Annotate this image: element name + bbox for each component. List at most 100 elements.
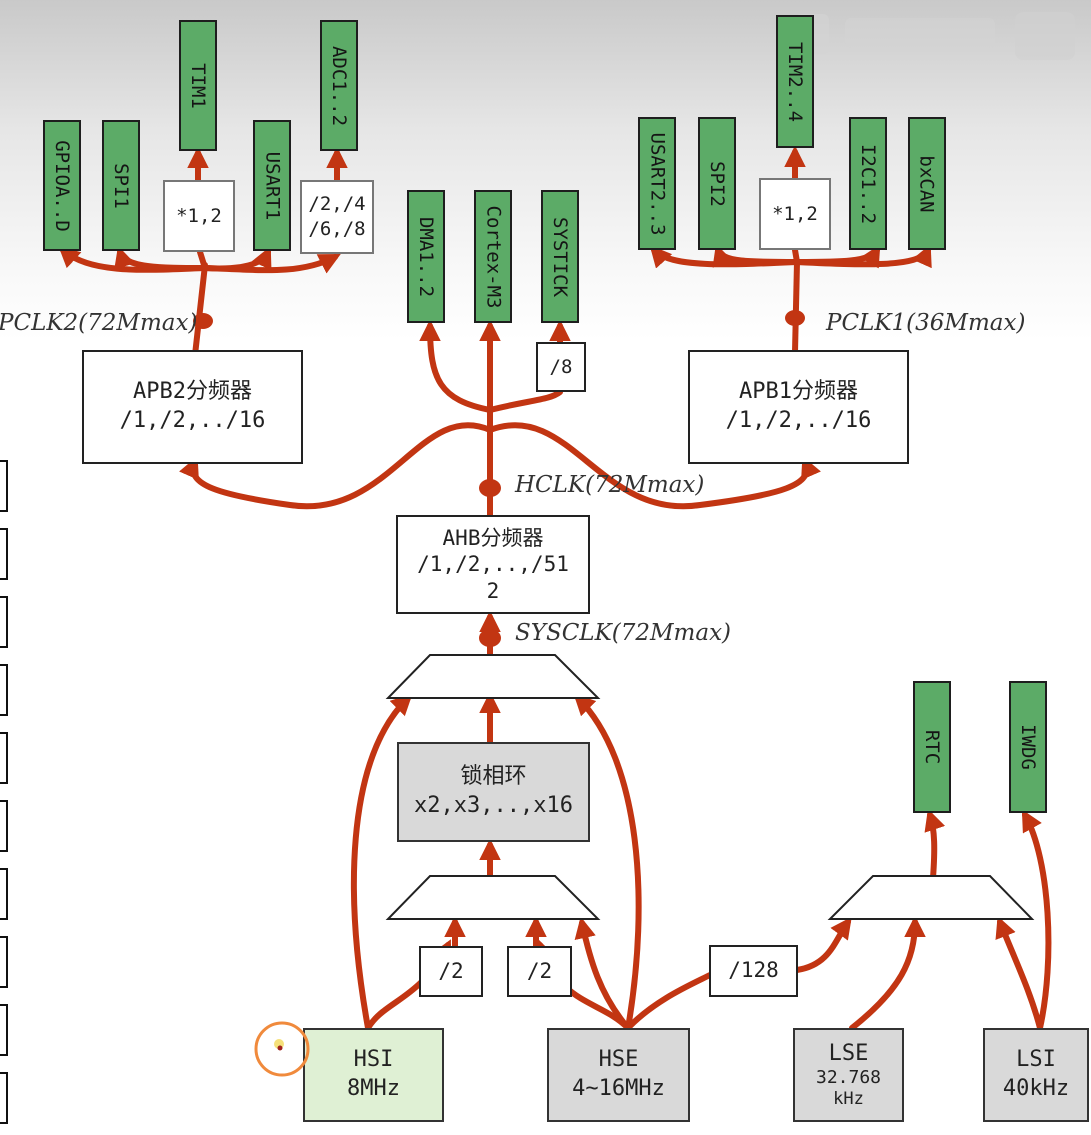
i2c-block: I2C1..2 [849, 117, 887, 250]
iwdg-block: IWDG [1009, 681, 1047, 813]
wire-hclk-apb2 [179, 422, 493, 510]
hsi-freq: 8MHz [347, 1076, 400, 1101]
hse-divider: /2 [507, 946, 572, 997]
rtc-block: RTC [913, 681, 951, 813]
adc-label: ADC1..2 [328, 45, 351, 126]
wire-hsi-sysmux [350, 693, 413, 1031]
edge-box [0, 868, 8, 920]
wire-hclk-apb1 [487, 422, 821, 510]
lsi-name: LSI [1016, 1047, 1056, 1073]
pclk2-dot [193, 313, 213, 329]
wire-hclk-dma [419, 319, 493, 413]
sysclk-mux [385, 654, 601, 699]
ahb-title: AHB分频器 [442, 526, 544, 551]
pclk2-label: PCLK2(72Mmax) [0, 310, 198, 336]
cursor-highlight-icon [254, 1021, 310, 1077]
wire-hclk-div8 [487, 389, 563, 413]
edge-box [0, 664, 8, 716]
hse-rtc-divider: /128 [709, 945, 798, 997]
wire-hse-div128 [625, 972, 713, 1031]
iwdg-label: IWDG [1017, 724, 1040, 770]
pclk1-label: PCLK1(36Mmax) [826, 310, 1026, 336]
wire-rtcmux-rtc [924, 808, 946, 881]
wire-lsi-iwdg [1021, 809, 1052, 1031]
pclk1-dot [785, 310, 805, 326]
lse-source: LSE 32.768 kHz [793, 1028, 904, 1122]
lsi-source: LSI 40kHz [983, 1028, 1089, 1122]
tim24-block: TIM2..4 [776, 15, 814, 148]
systick-block: SYSTICK [541, 190, 579, 323]
systick-divider: /8 [536, 342, 586, 392]
bxcan-block: bxCAN [908, 117, 946, 250]
cortex-block: Cortex-M3 [474, 190, 512, 323]
gpio-label: GPIOA..D [51, 139, 74, 232]
wire-apb1-up [792, 259, 800, 355]
lse-name: LSE [828, 1040, 869, 1066]
edge-box [0, 732, 8, 784]
pll-block: 锁相环 x2,x3,..,x16 [397, 742, 590, 842]
cortex-label: Cortex-M3 [482, 205, 505, 308]
wire-apb1-mult [792, 247, 800, 265]
wire-hse-sysmux [573, 693, 642, 1031]
adc-block: ADC1..2 [320, 20, 358, 151]
tim1-block: TIM1 [179, 20, 217, 151]
wire-lsi-rtcmux [995, 915, 1043, 1031]
hsi-source: HSI 8MHz [303, 1028, 444, 1122]
wire-apb2-mult [197, 249, 208, 271]
hse-source: HSE 4~16MHz [547, 1028, 690, 1122]
pll-ratios: x2,x3,..,x16 [414, 793, 573, 818]
systick-label: SYSTICK [549, 216, 572, 297]
pll-title: 锁相环 [460, 764, 527, 790]
wire-apb2-spi1 [114, 245, 208, 271]
pll-source-mux [385, 875, 601, 920]
rtc-mux [827, 875, 1035, 920]
apb2-ratios: /1,/2,../16 [119, 408, 266, 433]
edge-box [0, 596, 8, 648]
adc-prescaler: /2,/4 /6,/8 [300, 180, 374, 254]
apb1-ratios: /1,/2,../16 [725, 408, 872, 433]
lsi-freq: 40kHz [1002, 1076, 1070, 1101]
apb1-title: APB1分频器 [739, 379, 858, 405]
gpio-block: GPIOA..D [43, 120, 81, 251]
edge-box [0, 1072, 8, 1124]
dma-label: DMA1..2 [415, 216, 438, 297]
i2c-label: I2C1..2 [857, 143, 880, 224]
spi1-label: SPI1 [110, 162, 133, 209]
hse-name: HSE [598, 1047, 639, 1073]
dma-block: DMA1..2 [407, 190, 445, 323]
edge-box [0, 460, 8, 512]
hsi-name: HSI [353, 1047, 394, 1073]
hclk-dot [479, 479, 501, 497]
usart1-label: USART1 [261, 151, 284, 220]
rtc-label: RTC [921, 729, 944, 765]
wire-lse-rtcmux [849, 915, 926, 1031]
ahb-ratios-wrap: 2 [486, 578, 500, 603]
bxcan-label: bxCAN [916, 154, 939, 213]
sysclk-label: SYSCLK(72Mmax) [515, 620, 732, 646]
adc-prescaler-line1: /2,/4 [308, 193, 366, 216]
edge-box [0, 800, 8, 852]
apb2-prescaler: APB2分频器 /1,/2,../16 [82, 350, 303, 464]
wire-apb1-bxcan [794, 244, 932, 269]
spi2-block: SPI2 [698, 117, 736, 250]
spi1-block: SPI1 [102, 120, 140, 251]
edge-box [0, 528, 8, 580]
edge-box [0, 1004, 8, 1056]
usart23-block: USART2..3 [638, 117, 676, 250]
spi2-label: SPI2 [706, 160, 729, 207]
edge-box [0, 936, 8, 988]
hclk-label: HCLK(72Mmax) [515, 472, 705, 498]
wire-hse-pllmux [574, 916, 631, 1031]
apb2-title: APB2分频器 [133, 379, 252, 405]
sysclk-dot [479, 629, 501, 647]
hse-freq: 4~16MHz [572, 1076, 665, 1101]
usart23-label: USART2..3 [646, 132, 669, 235]
ahb-prescaler: AHB分频器 /1,/2,..,/51 2 [396, 515, 590, 614]
usart1-block: USART1 [253, 120, 291, 251]
lse-freq: 32.768 [815, 1067, 882, 1089]
apb1-prescaler: APB1分频器 /1,/2,../16 [688, 350, 909, 464]
tim1-label: TIM1 [187, 62, 210, 109]
tim24-multiplier: *1,2 [759, 178, 831, 250]
tim24-label: TIM2..4 [784, 41, 807, 122]
